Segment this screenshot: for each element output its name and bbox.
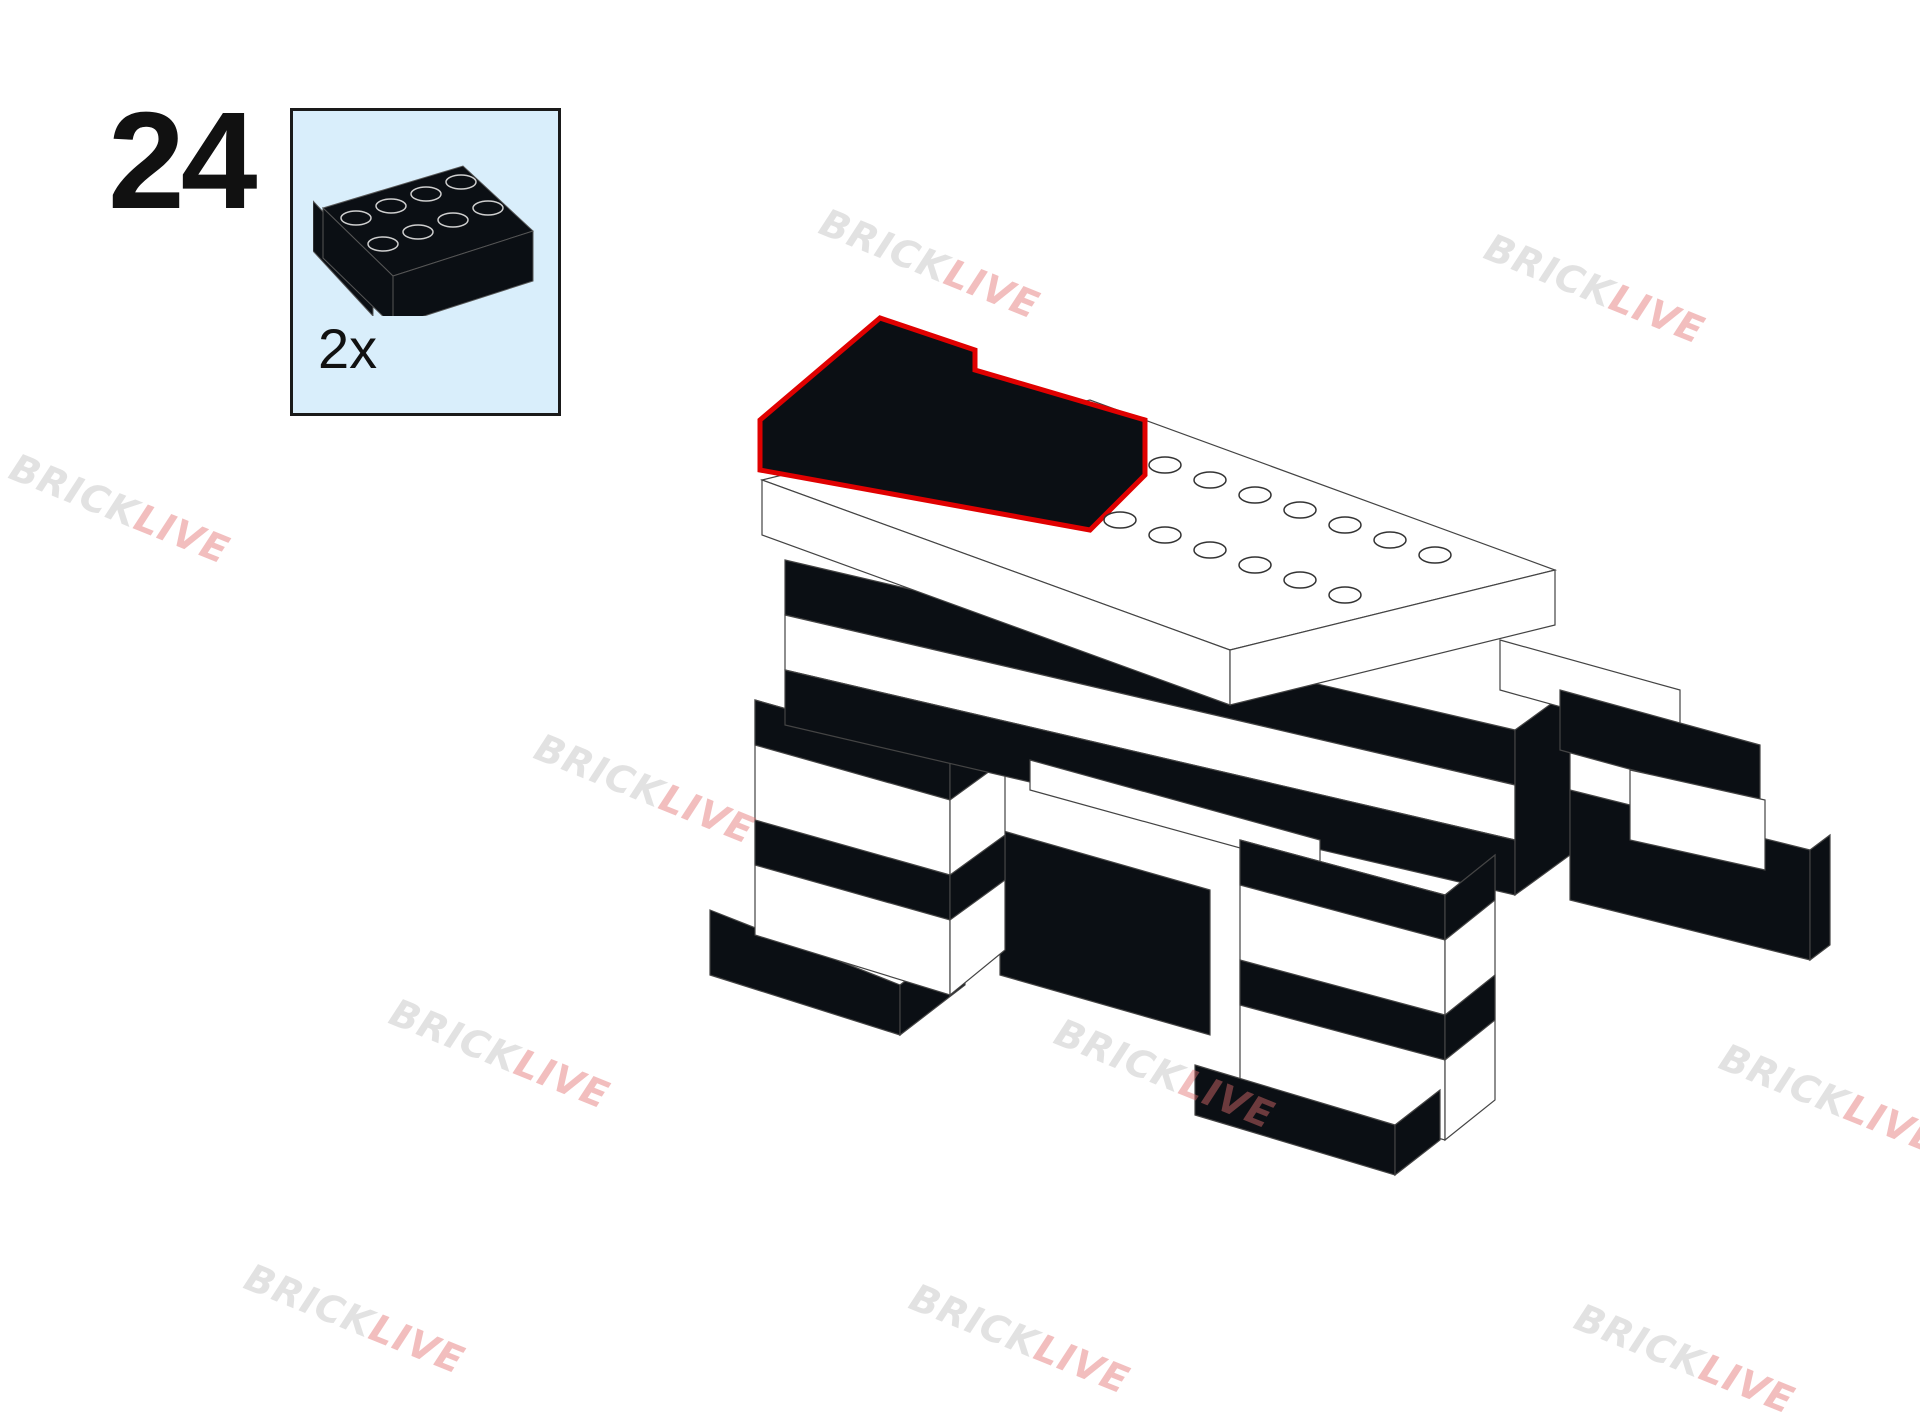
zebra-model-illustration: [709, 315, 1831, 1177]
step-number: 24: [108, 84, 257, 238]
part-quantity: 2x: [318, 317, 378, 380]
parts-callout: 2x: [290, 108, 561, 416]
black-2x4-brick-icon: [313, 165, 534, 316]
